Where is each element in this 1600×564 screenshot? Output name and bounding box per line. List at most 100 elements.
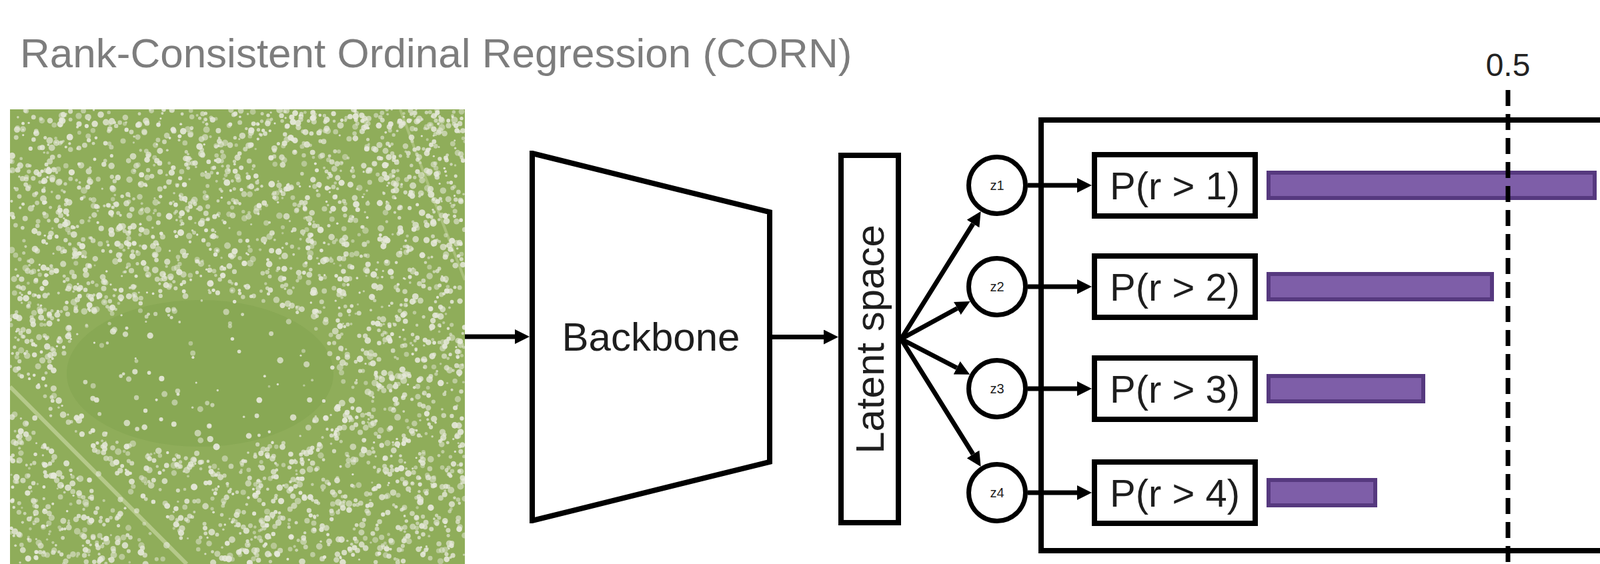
mildew-speck	[431, 208, 434, 211]
mildew-speck	[153, 312, 158, 317]
mildew-speck	[90, 428, 96, 433]
mildew-speck	[462, 324, 465, 330]
mildew-speck	[271, 145, 278, 152]
mildew-speck	[68, 468, 73, 473]
mildew-speck	[210, 559, 217, 564]
mildew-speck	[154, 258, 159, 263]
mildew-speck	[450, 141, 456, 147]
mildew-speck	[153, 208, 157, 213]
mildew-speck	[440, 276, 446, 283]
mildew-speck	[439, 362, 443, 366]
mildew-speck	[452, 214, 457, 219]
mildew-speck	[288, 220, 291, 223]
mildew-speck	[336, 356, 341, 361]
mildew-speck	[174, 234, 179, 239]
mildew-speck	[56, 345, 59, 348]
mildew-speck	[415, 506, 419, 509]
mildew-speck	[445, 196, 452, 203]
mildew-speck	[26, 372, 31, 377]
mildew-speck	[112, 294, 117, 298]
mildew-speck	[153, 452, 156, 455]
mildew-speck	[311, 520, 317, 527]
mildew-speck	[410, 139, 415, 143]
mildew-speck	[410, 481, 415, 486]
mildew-speck	[173, 506, 179, 511]
mildew-speck	[415, 456, 418, 459]
mildew-speck	[73, 516, 80, 523]
mildew-speck	[424, 432, 429, 436]
mildew-speck	[224, 242, 231, 250]
mildew-speck	[437, 454, 441, 458]
mildew-speck	[397, 225, 403, 231]
mildew-speck	[454, 450, 457, 453]
mildew-speck	[330, 111, 336, 117]
mildew-speck	[44, 234, 47, 237]
mildew-speck	[202, 503, 209, 511]
mildew-speck	[287, 525, 291, 529]
mildew-speck	[414, 335, 420, 341]
mildew-speck	[114, 308, 117, 311]
mildew-speck	[257, 434, 261, 438]
mildew-speck	[362, 170, 365, 173]
mildew-speck	[189, 278, 193, 282]
mildew-speck	[102, 204, 106, 208]
mildew-speck	[446, 441, 450, 445]
mildew-speck	[56, 340, 60, 344]
mildew-speck	[88, 236, 91, 239]
mildew-speck	[386, 112, 389, 116]
mildew-speck	[124, 127, 129, 132]
mildew-speck	[36, 294, 41, 299]
mildew-speck	[40, 524, 47, 530]
mildew-speck	[67, 519, 70, 522]
mildew-speck	[246, 451, 250, 455]
mildew-speck	[373, 431, 378, 436]
mildew-speck	[276, 142, 281, 146]
mildew-speck	[413, 428, 416, 431]
mildew-speck	[46, 143, 50, 147]
mildew-speck	[93, 306, 100, 313]
mildew-speck	[84, 559, 89, 564]
mildew-speck	[168, 169, 175, 176]
mildew-speck	[450, 248, 454, 252]
mildew-speck	[292, 110, 299, 117]
mildew-speck	[372, 536, 379, 543]
mildew-speck	[179, 536, 184, 541]
mildew-speck	[457, 442, 460, 445]
mildew-speck	[108, 250, 113, 254]
mildew-speck	[16, 338, 20, 342]
mildew-speck	[420, 435, 423, 438]
mildew-speck	[370, 531, 375, 537]
mildew-speck	[427, 256, 431, 259]
mildew-speck	[299, 354, 302, 357]
mildew-speck	[134, 359, 139, 364]
mildew-speck	[163, 185, 167, 189]
mildew-speck	[132, 240, 137, 246]
mildew-speck	[319, 540, 322, 543]
mildew-speck	[319, 248, 324, 253]
mildew-speck	[301, 495, 308, 502]
mildew-speck	[448, 180, 453, 185]
mildew-speck	[365, 189, 369, 193]
mildew-speck	[112, 258, 119, 265]
mildew-speck	[92, 256, 99, 262]
mildew-speck	[176, 500, 179, 503]
mildew-speck	[405, 438, 409, 442]
mildew-speck	[398, 336, 402, 339]
mildew-speck	[279, 302, 285, 309]
mildew-speck	[299, 468, 306, 475]
mildew-speck	[376, 434, 381, 439]
mildew-speck	[136, 121, 143, 128]
mildew-speck	[182, 140, 188, 147]
mildew-speck	[402, 143, 409, 149]
mildew-speck	[214, 274, 218, 278]
mildew-speck	[108, 516, 113, 521]
mildew-speck	[302, 206, 308, 211]
mildew-speck	[297, 246, 301, 250]
mildew-speck	[332, 262, 335, 265]
mildew-speck	[130, 249, 135, 254]
mildew-speck	[433, 519, 440, 526]
mildew-speck	[102, 499, 106, 503]
mildew-speck	[171, 128, 177, 134]
mildew-speck	[342, 322, 345, 325]
mildew-speck	[284, 116, 287, 119]
